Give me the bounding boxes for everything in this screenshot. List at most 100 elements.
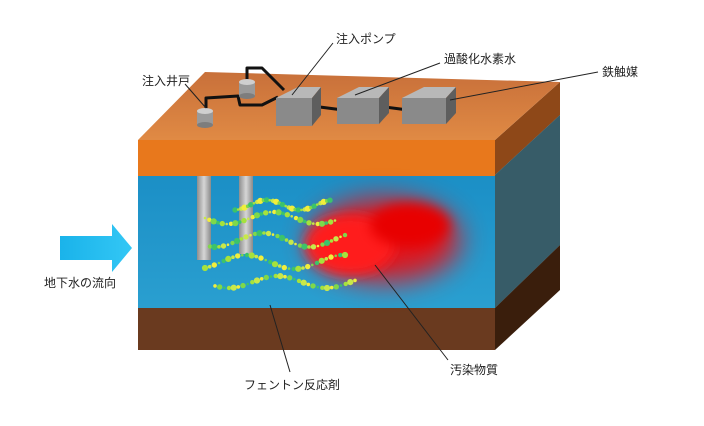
reagent-particle xyxy=(258,255,264,261)
reagent-particle xyxy=(250,280,255,285)
reagent-particle xyxy=(279,201,286,208)
reagent-particle xyxy=(328,219,334,225)
reagent-particle xyxy=(264,197,270,203)
label-hydrogen-peroxide: 過酸化水素水 xyxy=(444,52,517,66)
reagent-particle xyxy=(207,244,213,249)
reagent-particle xyxy=(324,221,329,225)
reagent-particle xyxy=(207,264,212,269)
bedrock-side-face xyxy=(495,245,560,350)
reagent-particle xyxy=(272,209,277,215)
reagent-particle xyxy=(353,278,357,283)
reagent-particle xyxy=(231,255,235,259)
reagent-particle xyxy=(221,258,226,264)
reagent-particle xyxy=(236,285,241,289)
reagent-particle xyxy=(281,264,287,271)
reagent-particle xyxy=(241,253,244,257)
reagent-particle xyxy=(334,254,338,258)
reagent-particle xyxy=(293,215,299,221)
reagent-particle xyxy=(235,253,241,259)
reagent-particle xyxy=(247,217,250,221)
reagent-particle xyxy=(288,239,294,245)
bedrock-layer xyxy=(138,308,495,350)
reagent-particle xyxy=(342,232,348,238)
reagent-particle xyxy=(216,220,220,225)
reagent-particle xyxy=(301,266,305,270)
reagent-particle xyxy=(294,242,297,246)
reagent-particle xyxy=(236,208,240,211)
reagent-particle xyxy=(315,221,320,227)
reagent-particle xyxy=(310,244,317,250)
reagent-particle xyxy=(271,233,275,236)
label-iron-catalyst: 鉄触媒 xyxy=(602,65,639,79)
reagent-particle xyxy=(284,238,289,242)
reagent-particle xyxy=(295,207,301,213)
reagent-particle xyxy=(311,203,317,209)
injection-pump-box xyxy=(276,87,321,126)
reagent-particle xyxy=(217,261,221,265)
reagent-particle xyxy=(217,245,221,249)
reagent-particle xyxy=(253,277,261,284)
reagent-particle xyxy=(320,242,325,247)
reagent-particle xyxy=(290,215,294,218)
water-side-shade xyxy=(495,115,560,308)
reagent-particle xyxy=(328,254,334,260)
reagent-particle xyxy=(253,212,261,219)
reagent-particle xyxy=(277,264,282,268)
reagent-particle xyxy=(259,277,264,281)
reagent-particle xyxy=(211,243,218,251)
reagent-particle xyxy=(265,230,272,237)
reagent-particle xyxy=(268,210,272,214)
reagent-particle xyxy=(259,212,264,216)
reagent-particle xyxy=(287,267,291,270)
reagent-particle xyxy=(306,282,311,287)
reagent-particle xyxy=(327,197,333,203)
reagent-particle xyxy=(249,233,252,237)
reagent-particle xyxy=(297,216,304,223)
reagent-particle xyxy=(293,277,296,281)
reagent-particle xyxy=(244,252,250,258)
reagent-particle xyxy=(307,245,311,249)
reagent-particle xyxy=(323,284,331,292)
reagent-particle xyxy=(225,255,232,262)
reagent-particle xyxy=(320,285,325,290)
reagent-particle xyxy=(246,282,249,286)
reagent-particle xyxy=(296,278,302,284)
reagent-particle xyxy=(252,201,256,205)
reagent-particle xyxy=(347,279,354,286)
reagent-particle xyxy=(243,234,249,240)
reagent-particle xyxy=(252,231,258,237)
reagent-particle xyxy=(297,243,303,248)
reagent-particle xyxy=(333,236,339,242)
reagent-particle xyxy=(338,252,343,258)
reagent-particle xyxy=(203,216,207,220)
reagent-particle xyxy=(201,264,209,272)
reagent-particle xyxy=(318,220,326,227)
label-contaminant: 汚染物質 xyxy=(450,363,499,377)
wellhead-left xyxy=(197,108,213,128)
reagent-particle xyxy=(312,222,315,225)
reagent-particle xyxy=(228,221,234,226)
reagent-particle xyxy=(275,209,282,216)
reagent-particle xyxy=(264,258,268,262)
reagent-particle xyxy=(248,202,254,208)
reagent-particle xyxy=(225,222,228,226)
reagent-particle xyxy=(287,275,293,281)
reagent-particle xyxy=(316,285,320,289)
reagent-particle xyxy=(226,285,232,291)
reagent-particle xyxy=(273,273,278,279)
reagent-particle xyxy=(295,265,302,272)
reagent-particle xyxy=(310,283,316,289)
reagent-particle xyxy=(262,231,266,235)
reagent-particle xyxy=(306,220,312,226)
reagent-particle xyxy=(283,274,287,279)
reagent-particle xyxy=(207,217,212,222)
reagent-particle xyxy=(277,273,284,280)
reagent-particle xyxy=(254,254,259,259)
reagent-particle xyxy=(329,239,334,243)
reagent-particle xyxy=(329,285,334,290)
label-injection-pump: 注入ポンプ xyxy=(336,32,396,46)
reagent-particle xyxy=(233,237,241,245)
reagent-particle xyxy=(230,240,235,246)
reagent-particle xyxy=(220,243,227,249)
